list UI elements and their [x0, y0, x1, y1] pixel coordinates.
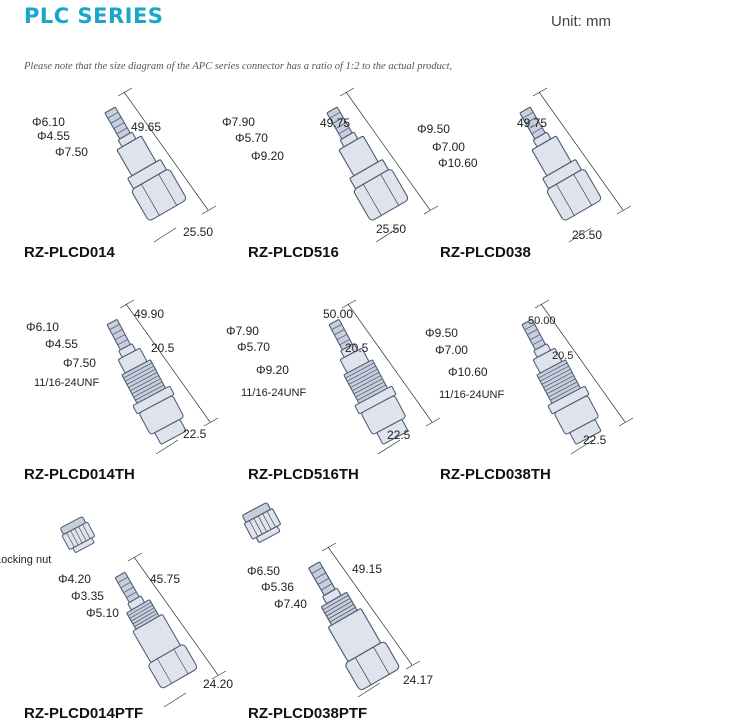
- dimension-d2: Φ5.70: [237, 340, 270, 354]
- dimension-length: 49.65: [131, 120, 162, 134]
- product-cell-plcd014th: Φ6.10 Φ4.55 Φ7.50 49.90 20.5 11/16-24UNF…: [0, 299, 235, 490]
- model-label: RZ-PLCD038: [440, 244, 531, 261]
- dimension-thread-length: 20.5: [552, 350, 574, 362]
- product-cell-plcd516th: Φ7.90 Φ5.70 Φ9.20 50.00 20.5 11/16-24UNF…: [222, 299, 457, 490]
- model-label: RZ-PLCD014: [24, 244, 115, 261]
- dimension-length: 50.00: [323, 307, 354, 321]
- product-cell-plcd038ptf: Φ6.50 Φ5.36 Φ7.40 49.15 24.17 RZ-PLCD038…: [222, 495, 472, 727]
- model-label: RZ-PLCD014PTF: [24, 705, 144, 722]
- dimension-d2: Φ4.55: [37, 129, 70, 143]
- dimension-d2: Φ7.00: [435, 343, 468, 357]
- unit-label: Unit: mm: [551, 13, 611, 30]
- dimension-length: 49.75: [517, 116, 548, 130]
- dimension-d2: Φ4.55: [45, 337, 78, 351]
- dimension-d2: Φ7.00: [432, 140, 465, 154]
- dimension-d1: Φ7.90: [226, 324, 259, 338]
- dimension-d1: Φ9.50: [425, 326, 458, 340]
- dimension-d3: Φ10.60: [448, 365, 488, 379]
- dimension-d3: Φ5.10: [86, 606, 119, 620]
- dimension-d2: Φ5.70: [235, 131, 268, 145]
- ratio-note: Please note that the size diagram of the…: [24, 61, 453, 72]
- product-cell-plcd038th: Φ9.50 Φ7.00 Φ10.60 50.00 20.5 11/16-24UN…: [415, 299, 650, 490]
- dimension-width: 24.17: [403, 673, 434, 687]
- connector-panel-drawing: [60, 516, 227, 708]
- dimension-thread-length: 20.5: [151, 341, 175, 355]
- dimension-d3: Φ7.50: [55, 145, 88, 159]
- dimension-thread: 11/16-24UNF: [439, 389, 505, 401]
- dimension-d1: Φ6.50: [247, 564, 280, 578]
- dimension-d2: Φ3.35: [71, 589, 104, 603]
- dimension-width: 25.50: [572, 228, 603, 242]
- locking-nut-label: Locking nut: [0, 554, 52, 566]
- dimension-width: 24.20: [203, 677, 234, 691]
- dimension-d2: Φ5.36: [261, 580, 294, 594]
- product-cell-plcd014ptf: Locking nut Φ4.20 Φ3.35 Φ5.10 45.75 24.2…: [0, 515, 245, 727]
- dimension-thread: 11/16-24UNF: [241, 387, 307, 399]
- model-label: RZ-PLCD038TH: [440, 466, 551, 483]
- dimension-d1: Φ4.20: [58, 572, 91, 586]
- dimension-width: 22.5: [583, 433, 607, 447]
- dimension-length: 50.00: [528, 315, 556, 327]
- dimension-d3: Φ7.40: [274, 597, 307, 611]
- connector-panel-drawing: [242, 502, 421, 698]
- connector-threaded-drawing: [521, 299, 634, 455]
- dimension-d3: Φ9.20: [256, 363, 289, 377]
- connector-threaded-drawing: [328, 299, 441, 455]
- dimension-width: 25.50: [376, 222, 407, 236]
- connector-straight-drawing: [104, 87, 217, 243]
- dimension-d3: Φ9.20: [251, 149, 284, 163]
- product-cell-plcd014: Φ6.10 Φ4.55 Φ7.50 49.65 25.50 RZ-PLCD014: [0, 80, 230, 275]
- dimension-d1: Φ9.50: [417, 122, 450, 136]
- dimension-width: 25.50: [183, 225, 214, 239]
- dimension-d3: Φ10.60: [438, 156, 478, 170]
- dimension-d1: Φ6.10: [32, 115, 65, 129]
- connector-straight-drawing: [519, 87, 632, 243]
- dimension-thread-length: 20.5: [345, 341, 369, 355]
- series-title: PLC SERIES: [24, 4, 164, 28]
- product-cell-plcd038: Φ9.50 Φ7.00 Φ10.60 49.75 25.50 RZ-PLCD03…: [415, 80, 645, 275]
- dimension-length: 49.90: [134, 307, 165, 321]
- dimension-length: 49.15: [352, 562, 383, 576]
- dimension-d3: Φ7.50: [63, 356, 96, 370]
- dimension-length: 49.75: [320, 116, 351, 130]
- dimension-d1: Φ7.90: [222, 115, 255, 129]
- dimension-d1: Φ6.10: [26, 320, 59, 334]
- connector-threaded-drawing: [106, 299, 219, 455]
- model-label: RZ-PLCD038PTF: [248, 705, 368, 722]
- dimension-width: 22.5: [183, 427, 207, 441]
- dimension-length: 45.75: [150, 572, 181, 586]
- model-label: RZ-PLCD516TH: [248, 466, 359, 483]
- model-label: RZ-PLCD516: [248, 244, 339, 261]
- dimension-thread: 11/16-24UNF: [34, 377, 100, 389]
- dimension-width: 22.5: [387, 428, 411, 442]
- connector-straight-drawing: [326, 87, 439, 243]
- model-label: RZ-PLCD014TH: [24, 466, 135, 483]
- product-cell-plcd516: Φ7.90 Φ5.70 Φ9.20 49.75 25.50 RZ-PLCD516: [222, 80, 452, 275]
